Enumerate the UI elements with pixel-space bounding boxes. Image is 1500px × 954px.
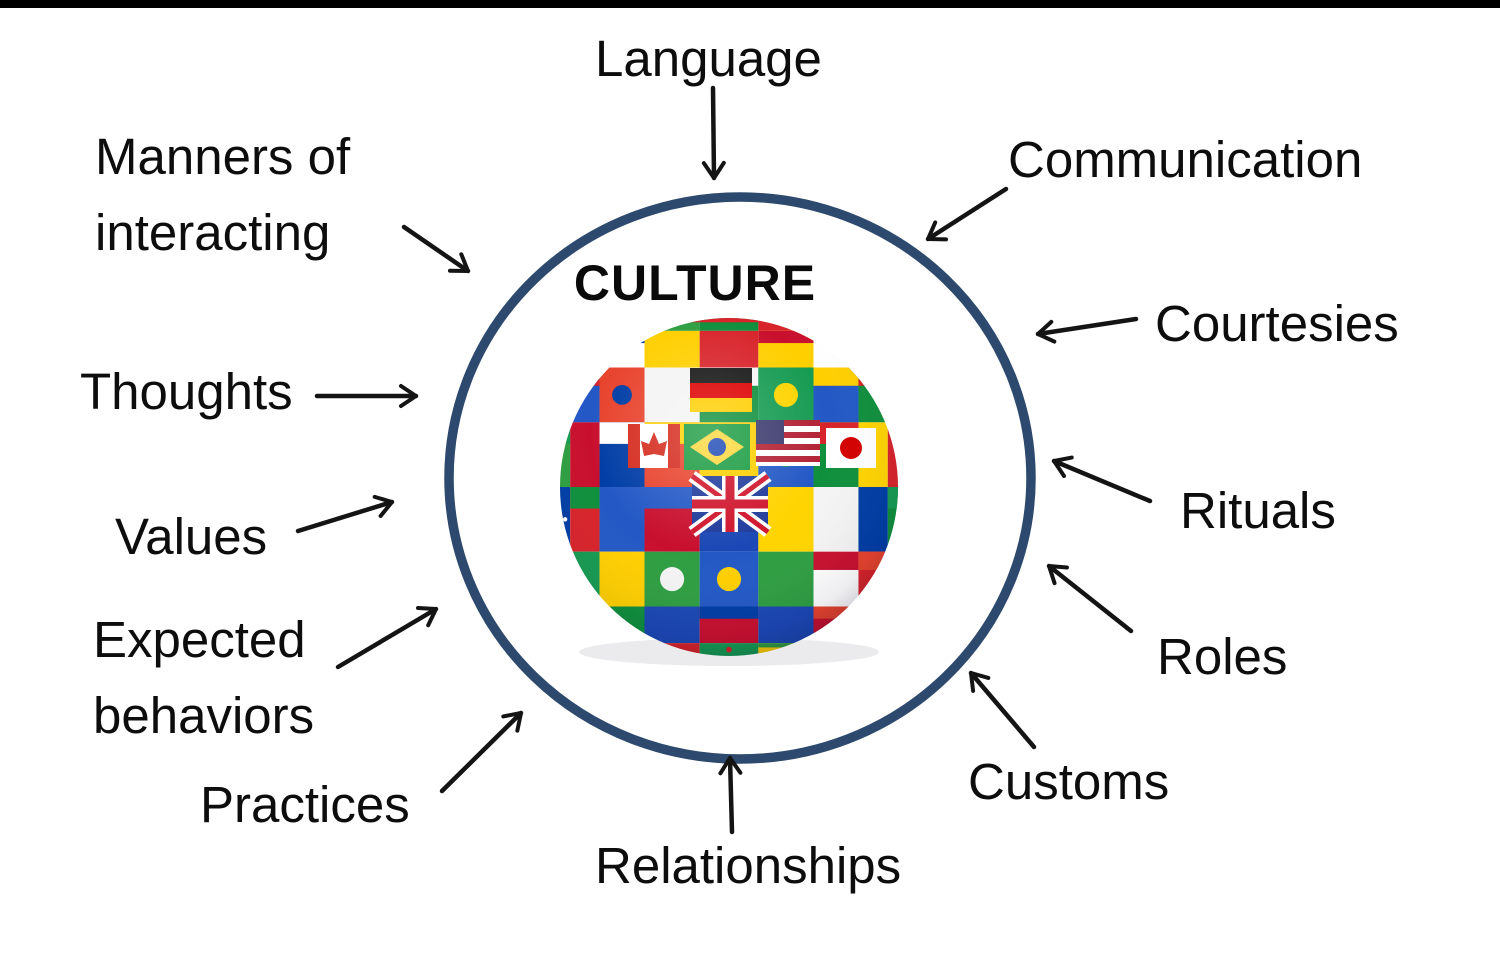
rituals-arrow — [1051, 455, 1153, 504]
language-arrow — [701, 85, 726, 181]
node-label-courtesies: Courtesies — [1155, 295, 1399, 352]
manners-arrow — [401, 224, 471, 274]
node-label-rituals: Rituals — [1180, 482, 1336, 539]
expected-behaviors-arrow — [335, 606, 439, 670]
node-label-customs: Customs — [968, 753, 1170, 810]
globe-of-world-flags-icon — [560, 318, 898, 656]
practices-arrow — [439, 710, 524, 794]
node-label-manners-of-interacting: Manners of interacting — [95, 128, 351, 261]
node-label-expected-behaviors: Expected behaviors — [93, 611, 315, 744]
customs-arrow — [968, 670, 1037, 750]
communication-arrow — [925, 186, 1009, 242]
node-label-practices: Practices — [200, 776, 410, 833]
node-label-communication: Communication — [1008, 131, 1363, 188]
courtesies-arrow — [1035, 316, 1139, 344]
relationships-arrow — [718, 755, 743, 835]
node-label-thoughts: Thoughts — [80, 363, 293, 420]
node-label-values: Values — [115, 508, 268, 565]
values-arrow — [295, 494, 395, 534]
top-border-bar — [0, 0, 1500, 8]
roles-arrow — [1046, 563, 1134, 634]
node-label-roles: Roles — [1157, 628, 1288, 685]
node-label-language: Language — [595, 30, 822, 87]
globe-sphere-shading — [560, 318, 898, 656]
arrows — [295, 85, 1153, 835]
node-label-relationships: Relationships — [595, 837, 902, 894]
center-title: CULTURE — [573, 255, 817, 311]
